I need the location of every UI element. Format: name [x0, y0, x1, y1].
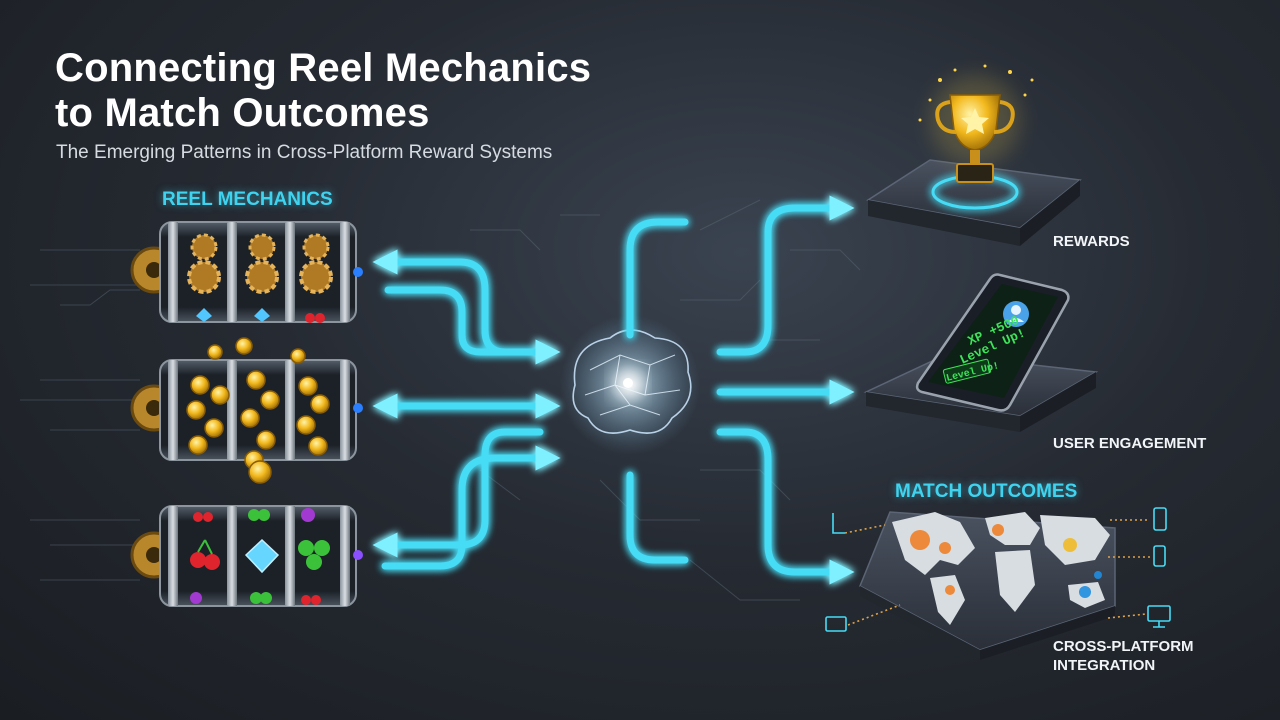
circuit-lines — [20, 199, 861, 601]
user-engagement-label: USER ENGAGEMENT — [1053, 435, 1207, 452]
coin-icon — [186, 337, 330, 484]
cherry-icon — [193, 512, 203, 522]
rewards-label: REWARDS — [1053, 233, 1130, 250]
reel-mechanics-heading: REEL MECHANICS — [162, 189, 333, 210]
connector-bottom — [626, 471, 689, 564]
monitor-icon — [1147, 605, 1171, 622]
page-subtitle: The Emerging Patterns in Cross-Platform … — [56, 142, 553, 163]
brain-icon — [560, 315, 700, 455]
rewards-platform — [866, 64, 1082, 246]
arrow-from-reel-1 — [384, 286, 561, 365]
page-title-line-1: Connecting Reel Mechanics — [55, 46, 592, 90]
input-arrows — [372, 249, 561, 570]
smartphone-icon — [1153, 545, 1166, 567]
cherry-icon — [305, 313, 315, 323]
clover-icon — [248, 509, 260, 521]
cross-platform-label-line-2: INTEGRATION — [1053, 657, 1156, 674]
cross-platform-label: CROSS-PLATFORM INTEGRATION — [1053, 637, 1194, 675]
arrow-to-match-outcomes — [716, 428, 855, 585]
arrow-to-reel-3 — [372, 428, 544, 558]
trophy-icon — [918, 64, 1034, 183]
gem-icon — [196, 308, 212, 322]
reel-machine-fruits — [130, 505, 363, 607]
phone-level-badge — [942, 358, 992, 384]
laptop-icon — [825, 616, 847, 632]
gear-icon — [187, 233, 333, 294]
cross-platform-label-line-1: CROSS-PLATFORM — [1053, 638, 1194, 655]
smartphone-icon — [1153, 507, 1167, 531]
arrow-to-rewards — [716, 195, 855, 356]
reel-machine-gears — [130, 221, 363, 323]
device-icons — [825, 507, 1171, 632]
grapes-icon — [301, 508, 315, 522]
connector-top — [626, 218, 689, 339]
arrow-from-reel-3 — [381, 445, 561, 570]
world-map-icon — [892, 512, 1110, 625]
match-outcomes-heading: MATCH OUTCOMES — [895, 481, 1078, 502]
gem-icon — [244, 538, 280, 574]
match-outcomes-platform — [859, 511, 1116, 660]
tablet-icon — [832, 513, 845, 534]
page-title-line-2: to Match Outcomes — [55, 91, 430, 135]
reel-machine-coins — [130, 337, 363, 484]
output-arrows — [626, 195, 855, 585]
